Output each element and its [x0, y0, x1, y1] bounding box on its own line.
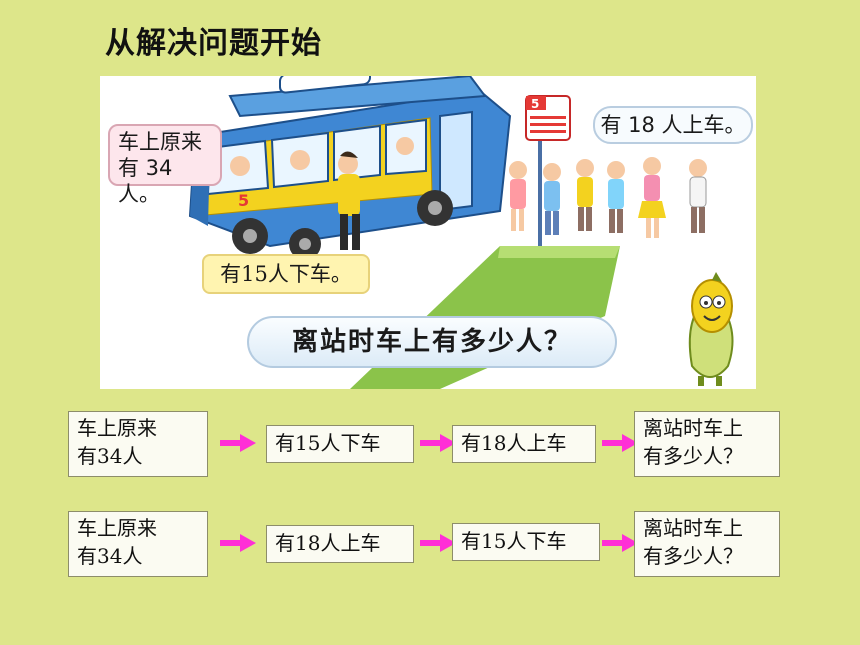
- man-getting-off: [338, 151, 360, 250]
- bubble-got-on: 有 18 人上车。: [593, 106, 753, 144]
- flow2-arrow-2-icon: [420, 534, 456, 552]
- bubble-original-line-1: 车上原来: [118, 130, 202, 154]
- bubble-original-passengers: 车上原来 有 34 人。: [108, 124, 222, 206]
- people-boarding: [509, 157, 707, 238]
- corn-mascot: [688, 272, 734, 386]
- flow1-start-box: 车上原来 有34人: [68, 411, 208, 477]
- flow2-step2-box: 有15人下车: [452, 523, 600, 561]
- question-bubble: 离站时车上有多少人？: [247, 316, 617, 368]
- flow1-step1-box: 有15人下车: [266, 425, 414, 463]
- flow1-end-line-2: 有多少人？: [643, 444, 743, 468]
- illustration-panel: 5 5: [100, 76, 756, 389]
- flow1-start-line-1: 车上原来: [77, 416, 157, 440]
- flow2-step1-box: 有18人上车: [266, 525, 414, 563]
- flow2-arrow-3-icon: [602, 534, 638, 552]
- flow2-end-box: 离站时车上 有多少人？: [634, 511, 780, 577]
- bus-route-number: 5: [238, 191, 249, 210]
- curb: [498, 246, 620, 258]
- flow1-arrow-1-icon: [220, 434, 256, 452]
- flow2-end-line-2: 有多少人？: [643, 544, 743, 568]
- flow1-arrow-2-icon: [420, 434, 456, 452]
- bus-stop-illustration: 5 5: [188, 76, 734, 389]
- bus-illustration: 5: [188, 76, 512, 260]
- flow1-end-line-1: 离站时车上: [643, 416, 743, 440]
- page-title: 从解决问题开始: [105, 26, 322, 61]
- flow1-end-box: 离站时车上 有多少人？: [634, 411, 780, 477]
- flow2-start-box: 车上原来 有34人: [68, 511, 208, 577]
- flow1-start-line-2: 有34人: [77, 444, 143, 468]
- flow2-start-line-2: 有34人: [77, 544, 143, 568]
- flow1-step2-box: 有18人上车: [452, 425, 596, 463]
- bus-stop-number: 5: [531, 97, 539, 111]
- flow2-start-line-1: 车上原来: [77, 516, 157, 540]
- flow1-arrow-3-icon: [602, 434, 638, 452]
- flow2-end-line-1: 离站时车上: [643, 516, 743, 540]
- flow2-arrow-1-icon: [220, 534, 256, 552]
- bus-stop-sign: 5: [525, 95, 571, 246]
- bubble-got-off: 有15人下车。: [202, 254, 370, 294]
- bubble-original-line-2: 有 34 人。: [118, 156, 173, 206]
